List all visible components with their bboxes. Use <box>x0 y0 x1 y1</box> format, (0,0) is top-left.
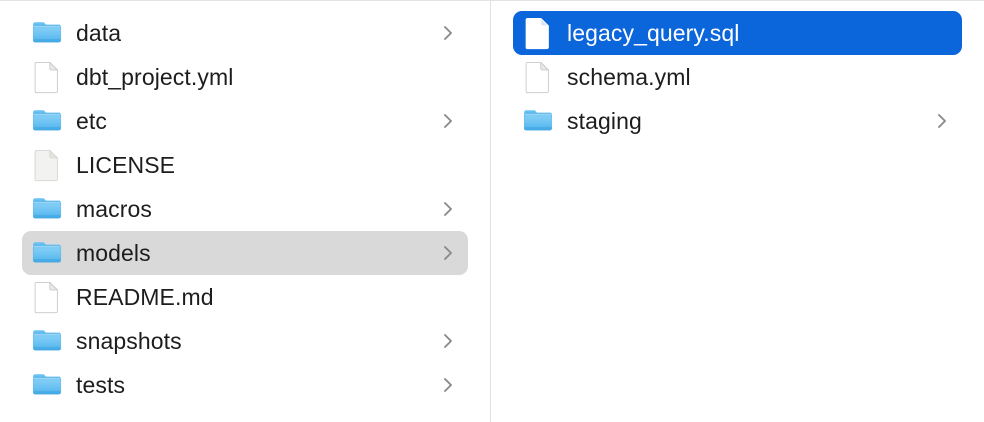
item-label: snapshots <box>76 328 182 354</box>
folder-row[interactable]: models <box>22 231 468 275</box>
item-label: macros <box>76 196 153 222</box>
file-row[interactable]: dbt_project.yml <box>22 55 468 99</box>
item-label: tests <box>76 372 126 398</box>
file-row[interactable]: schema.yml <box>513 55 962 99</box>
file-row[interactable]: README.md <box>22 275 468 319</box>
folder-row[interactable]: data <box>22 11 468 55</box>
chevron-right-icon[interactable] <box>440 374 456 396</box>
folder-icon <box>32 16 62 50</box>
item-label: data <box>76 20 122 46</box>
folder-row[interactable]: tests <box>22 363 468 407</box>
chevron-right-icon[interactable] <box>440 198 456 220</box>
file-row[interactable]: LICENSE <box>22 143 468 187</box>
item-label: README.md <box>76 284 214 310</box>
folder-icon <box>32 104 62 138</box>
item-label: schema.yml <box>567 64 691 90</box>
chevron-right-icon[interactable] <box>440 22 456 44</box>
folder-row[interactable]: etc <box>22 99 468 143</box>
item-label: dbt_project.yml <box>76 64 234 90</box>
chevron-right-icon[interactable] <box>934 110 950 132</box>
folder-icon <box>32 192 62 226</box>
chevron-right-icon[interactable] <box>440 110 456 132</box>
folder-row[interactable]: macros <box>22 187 468 231</box>
chevron-right-icon[interactable] <box>440 330 456 352</box>
folder-icon <box>523 104 553 138</box>
chevron-right-icon[interactable] <box>440 242 456 264</box>
document-plain-icon <box>32 148 62 182</box>
item-label: legacy_query.sql <box>567 20 740 46</box>
folder-icon <box>32 368 62 402</box>
document-icon <box>32 60 62 94</box>
document-icon <box>523 60 553 94</box>
chevron-spacer <box>430 66 456 88</box>
document-icon <box>32 280 62 314</box>
finder-column-one: data dbt_project.yml etc <box>0 1 491 422</box>
chevron-spacer <box>430 286 456 308</box>
folder-row[interactable]: snapshots <box>22 319 468 363</box>
chevron-spacer <box>924 66 950 88</box>
chevron-spacer <box>430 154 456 176</box>
folder-icon <box>32 324 62 358</box>
item-label: staging <box>567 108 642 134</box>
folder-icon <box>32 236 62 270</box>
item-label: LICENSE <box>76 152 176 178</box>
item-label: etc <box>76 108 107 134</box>
chevron-spacer <box>924 22 950 44</box>
item-label: models <box>76 240 151 266</box>
file-row[interactable]: legacy_query.sql <box>513 11 962 55</box>
finder-column-two: legacy_query.sql schema.yml staging <box>491 1 984 422</box>
folder-row[interactable]: staging <box>513 99 962 143</box>
document-white-icon <box>523 16 553 50</box>
